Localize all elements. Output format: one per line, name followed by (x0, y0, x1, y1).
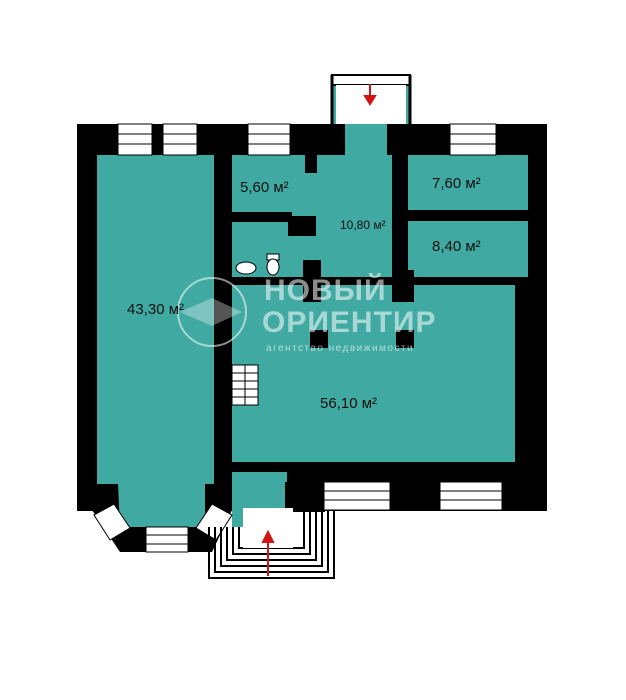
wall-segment (285, 482, 325, 512)
watermark-logo-icon (177, 277, 247, 347)
wall-segment (303, 260, 321, 302)
porch-opening (345, 124, 387, 156)
watermark-brand-line1: НОВЫЙ (264, 273, 387, 307)
watermark-tagline: агентство недвижимости (266, 343, 414, 354)
wall-segment (392, 210, 528, 221)
windows (117, 123, 503, 553)
room-main-hall (232, 285, 515, 462)
sink-icon (235, 261, 257, 275)
wall-segment (392, 270, 414, 302)
stair-icon (231, 364, 259, 406)
room-label-main-hall: 56,10 м² (320, 395, 377, 412)
room-small-c (408, 221, 528, 277)
room-big-left (97, 155, 214, 527)
entrance-arrow-top (363, 84, 377, 106)
wall-segment (388, 462, 414, 510)
toilet-icon (266, 253, 280, 276)
bay-window-left (93, 503, 131, 541)
porch-frame (331, 74, 411, 86)
watermark-brand-line2: ОРИЕНТИР (262, 306, 436, 339)
room-label-small-b: 7,60 м² (432, 175, 481, 192)
wall-segment (232, 212, 292, 222)
wall-segment (305, 155, 317, 173)
room-label-small-c: 8,40 м² (432, 238, 481, 255)
room-small-b (408, 155, 528, 212)
column (396, 330, 414, 348)
column (310, 330, 328, 348)
entrance-arrow-bottom (261, 529, 275, 576)
room-label-small-a: 5,60 м² (240, 179, 289, 196)
wall-segment (214, 155, 232, 485)
room-label-corridor: 10,80 м² (340, 218, 386, 232)
wall-segment (288, 216, 316, 236)
room-label-big-left: 43,30 м² (127, 301, 184, 318)
wall-segment (232, 462, 528, 472)
wall-segment (515, 277, 528, 467)
